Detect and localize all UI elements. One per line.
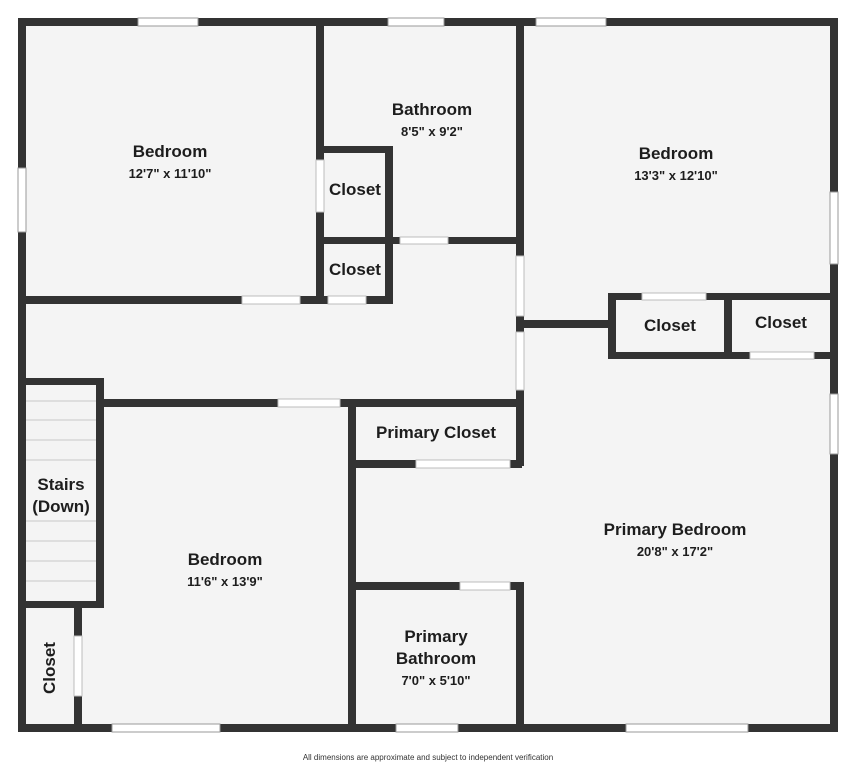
room-primary-bedroom: Primary Bedroom 20'8" x 17'2"	[560, 514, 790, 564]
windows	[17, 17, 839, 733]
room-primary-bathroom: Primary Bathroom 7'0" x 5'10"	[356, 622, 516, 692]
room-name: Primary	[404, 626, 468, 646]
room-name: Closet	[40, 642, 59, 694]
room-closet-lower: Closet	[324, 256, 386, 284]
room-name-line2: Bathroom	[395, 648, 477, 668]
room-dimensions: 8'5" x 9'2"	[401, 123, 463, 139]
room-name: Bathroom	[391, 99, 473, 119]
room-closet-east-2: Closet	[732, 309, 830, 337]
room-name: Primary Bedroom	[603, 519, 747, 539]
room-name: Primary Closet	[376, 423, 496, 442]
floor-area	[22, 22, 833, 728]
stairs-treads	[26, 400, 96, 582]
door-openings	[73, 159, 815, 697]
room-dimensions: 20'8" x 17'2"	[636, 543, 714, 559]
room-name: Closet	[755, 313, 807, 332]
room-closet-upper: Closet	[324, 176, 386, 204]
room-primary-closet: Primary Closet	[356, 419, 516, 447]
room-bathroom: Bathroom 8'5" x 9'2"	[350, 94, 514, 144]
room-name: Closet	[644, 316, 696, 335]
room-dimensions: 13'3" x 12'10"	[634, 167, 718, 183]
room-dimensions: 12'7" x 11'10"	[128, 165, 212, 181]
room-stairs: Stairs (Down)	[26, 472, 96, 520]
room-closet-east-1: Closet	[616, 312, 724, 340]
room-name: Bedroom	[638, 143, 714, 163]
room-dimensions: 11'6" x 13'9"	[187, 573, 263, 589]
room-name: Stairs	[37, 475, 85, 494]
room-bedroom-nw: Bedroom 12'7" x 11'10"	[60, 136, 280, 186]
disclaimer-text: All dimensions are approximate and subje…	[302, 753, 554, 762]
room-closet-sw: Closet	[26, 620, 74, 716]
room-name: Bedroom	[132, 141, 208, 161]
room-dimensions: 7'0" x 5'10"	[401, 672, 471, 688]
room-subtitle: (Down)	[32, 497, 90, 516]
room-bedroom-ne: Bedroom 13'3" x 12'10"	[566, 138, 786, 188]
room-name: Closet	[329, 260, 381, 279]
room-bedroom-sw: Bedroom 11'6" x 13'9"	[110, 544, 340, 594]
room-name: Bedroom	[187, 549, 263, 569]
room-name: Closet	[329, 180, 381, 199]
